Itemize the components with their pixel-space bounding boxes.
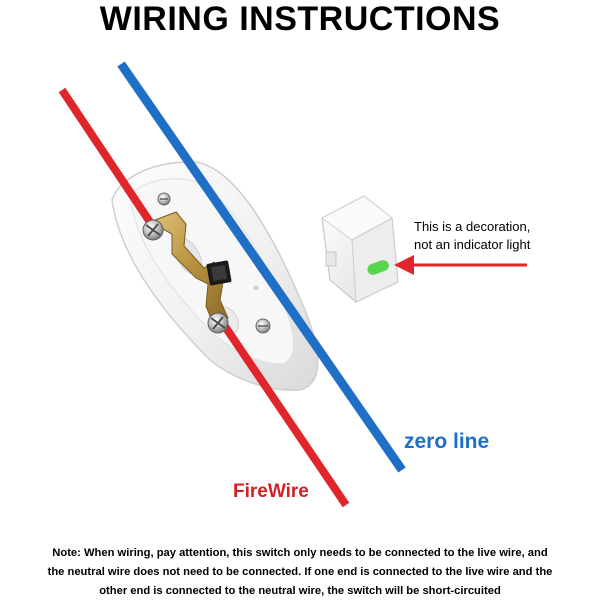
live-wire-top: [58, 87, 154, 225]
rocker-switch-icon: [321, 195, 399, 303]
brass-contact: [148, 211, 232, 327]
screw-terminal-icon: [142, 219, 164, 241]
screw-terminal-icon: [207, 312, 229, 334]
decoration-note-line: This is a decoration,: [414, 219, 531, 234]
arrow-left-icon: [394, 255, 527, 275]
live-wire-bottom: [218, 319, 350, 508]
page-title: WIRING INSTRUCTIONS: [99, 0, 501, 38]
decoration-note-line: not an indicator light: [414, 237, 531, 252]
note-line: the neutral wire does not need to be con…: [47, 566, 553, 578]
note-line: Note: When wiring, pay attention, this s…: [52, 547, 548, 559]
zero-line-label: zero line: [404, 430, 490, 453]
firewire-label: FireWire: [233, 481, 309, 502]
decoration-note: This is a decoration, not an indicator l…: [414, 218, 530, 254]
screw-terminal-icon: [255, 318, 271, 334]
note-line: other end is connected to the neutral wi…: [99, 585, 501, 597]
screw-terminal-icon: [157, 192, 171, 206]
wiring-note: Note: When wiring, pay attention, this s…: [8, 544, 592, 601]
neutral-wire: [117, 61, 406, 473]
decorative-light: [367, 260, 389, 275]
